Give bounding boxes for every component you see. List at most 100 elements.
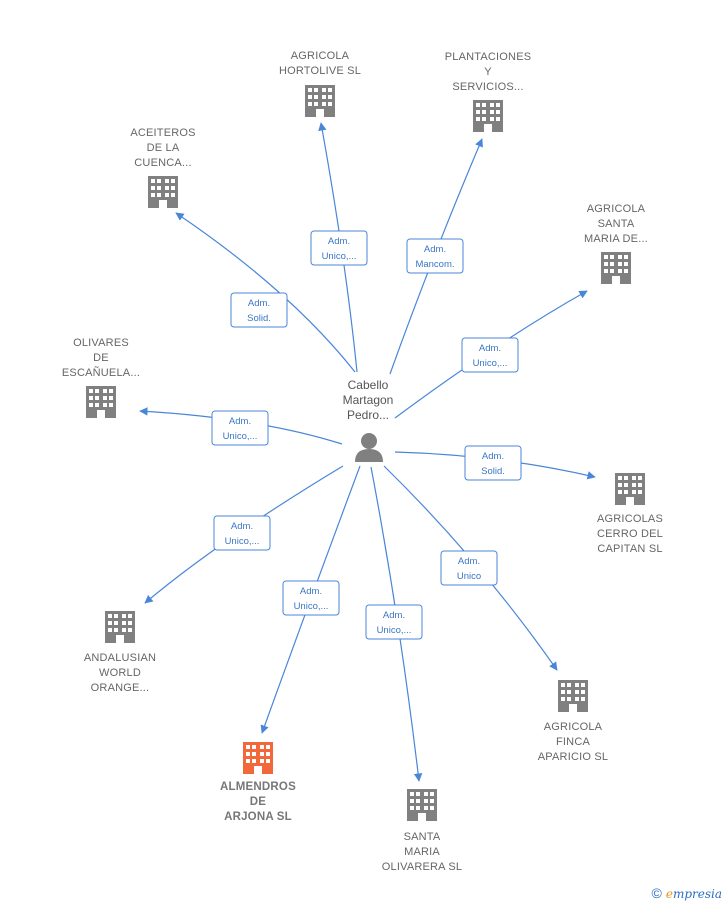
role-label-plantaciones-y-servicios[interactable]: Adm. Mancom. — [406, 238, 464, 274]
company-name-line-1: AGRICOLA — [587, 203, 646, 215]
role-text-line-2: Unico,... — [294, 601, 329, 612]
company-name-line-2: Y — [484, 66, 492, 78]
role-box — [230, 292, 288, 328]
role-box — [282, 580, 340, 616]
role-box — [464, 445, 522, 481]
company-node-olivares-de-escanuela[interactable]: OLIVARES DE ESCAÑUELA... — [62, 337, 140, 418]
role-text-line-2: Solid. — [481, 466, 505, 477]
company-name-line-1: ANDALUSIAN — [84, 652, 156, 664]
role-text-line-2: Unico,... — [225, 536, 260, 547]
brand-logo-text: mpresia — [672, 887, 722, 901]
role-text-line-2: Unico,... — [322, 251, 357, 262]
role-text-line-2: Solid. — [247, 313, 271, 324]
role-labels-layer: Adm. Unico,... Adm. Mancom. Adm. Solid. Adm. Un… — [211, 230, 522, 640]
company-name-line-2: SANTA — [598, 218, 635, 230]
company-name-line-1: AGRICOLA — [291, 50, 350, 62]
company-name-line-1: PLANTACIONES — [445, 51, 532, 63]
building-icon — [407, 789, 437, 821]
role-text-line-1: Adm. — [248, 298, 270, 309]
role-text-line-1: Adm. — [482, 451, 504, 462]
role-text-line-1: Adm. — [383, 610, 405, 621]
building-icon — [243, 742, 273, 774]
role-label-agricolas-cerro-del-capitan[interactable]: Adm. Solid. — [464, 445, 522, 481]
company-name-line-3: OLIVARERA SL — [382, 861, 462, 873]
company-name-line-3: MARIA DE... — [584, 233, 648, 245]
company-name-line-3: APARICIO SL — [538, 751, 608, 763]
role-box — [440, 550, 498, 586]
role-box — [406, 238, 464, 274]
company-name-line-3: CUENCA... — [134, 157, 191, 169]
company-name-line-1: AGRICOLA — [544, 721, 603, 733]
role-label-agricola-santa-maria[interactable]: Adm. Unico,... — [461, 337, 519, 373]
role-text-line-2: Unico,... — [473, 358, 508, 369]
building-icon — [601, 252, 631, 284]
company-node-agricola-finca-aparicio[interactable]: AGRICOLA FINCA APARICIO SL — [538, 680, 608, 763]
company-name-line-2: HORTOLIVE SL — [279, 65, 361, 77]
role-box — [213, 515, 271, 551]
role-label-olivares-de-escanuela[interactable]: Adm. Unico,... — [211, 410, 269, 446]
role-text-line-2: Mancom. — [415, 259, 454, 270]
role-box — [211, 410, 269, 446]
company-name-line-3: CAPITAN SL — [597, 543, 662, 555]
company-name-line-3: ORANGE... — [91, 682, 150, 694]
company-name-line-2: MARIA — [404, 846, 440, 858]
company-node-aceiteros-de-la-cuenca[interactable]: ACEITEROS DE LA CUENCA... — [130, 127, 195, 208]
role-label-agricola-finca-aparicio[interactable]: Adm. Unico — [440, 550, 498, 586]
person-name-line-2: Martagon — [343, 393, 394, 407]
role-box — [461, 337, 519, 373]
role-text-line-1: Adm. — [328, 236, 350, 247]
company-name-line-1: AGRICOLAS — [597, 513, 663, 525]
company-node-almendros-de-arjona[interactable]: ALMENDROS DE ARJONA SL — [220, 742, 296, 823]
role-text-line-1: Adm. — [458, 556, 480, 567]
role-box — [365, 604, 423, 640]
building-icon — [305, 85, 335, 117]
role-text-line-1: Adm. — [300, 586, 322, 597]
company-name-line-2: DE — [93, 352, 109, 364]
company-name-line-3: SERVICIOS... — [452, 81, 523, 93]
building-icon — [148, 176, 178, 208]
company-node-plantaciones-y-servicios[interactable]: PLANTACIONES Y SERVICIOS... — [445, 51, 532, 132]
role-label-agricola-hortolive[interactable]: Adm. Unico,... — [310, 230, 368, 266]
role-text-line-2: Unico — [457, 571, 481, 582]
role-text-line-1: Adm. — [424, 244, 446, 255]
company-name-line-1: ACEITEROS — [130, 127, 195, 139]
company-name-line-1: SANTA — [404, 831, 441, 843]
role-text-line-1: Adm. — [229, 416, 251, 427]
building-icon — [105, 611, 135, 643]
role-box — [310, 230, 368, 266]
company-name-line-2: DE LA — [147, 142, 180, 154]
person-node[interactable]: Cabello Martagon Pedro... — [343, 378, 394, 462]
building-icon — [558, 680, 588, 712]
company-node-andalusian-world-orange[interactable]: ANDALUSIAN WORLD ORANGE... — [84, 611, 156, 694]
edge-aceiteros-de-la-cuenca — [175, 212, 356, 373]
company-name-line-3: ARJONA SL — [224, 811, 292, 823]
company-node-agricola-hortolive[interactable]: AGRICOLA HORTOLIVE SL — [279, 50, 361, 117]
role-text-line-2: Unico,... — [377, 625, 412, 636]
company-name-line-1: ALMENDROS — [220, 781, 296, 793]
role-text-line-2: Unico,... — [223, 431, 258, 442]
copyright-icon: © — [651, 885, 662, 901]
company-name-line-2: DE — [250, 796, 267, 808]
footer-brand: ©empresia — [652, 885, 723, 901]
person-icon — [355, 433, 383, 462]
role-text-line-1: Adm. — [479, 343, 501, 354]
company-name-line-2: CERRO DEL — [597, 528, 663, 540]
brand-logo-e: e — [665, 887, 673, 901]
company-name-line-2: FINCA — [556, 736, 590, 748]
company-node-agricola-santa-maria[interactable]: AGRICOLA SANTA MARIA DE... — [584, 203, 648, 284]
company-node-agricolas-cerro-del-capitan[interactable]: AGRICOLAS CERRO DEL CAPITAN SL — [597, 473, 663, 555]
company-node-santa-maria-olivarera[interactable]: SANTA MARIA OLIVARERA SL — [382, 789, 462, 873]
building-icon — [86, 386, 116, 418]
company-name-line-2: WORLD — [99, 667, 141, 679]
person-name-line-3: Pedro... — [347, 408, 389, 422]
company-name-line-1: OLIVARES — [73, 337, 129, 349]
person-name-line-1: Cabello — [348, 378, 389, 392]
company-name-line-3: ESCAÑUELA... — [62, 366, 140, 379]
role-label-andalusian-world-orange[interactable]: Adm. Unico,... — [213, 515, 271, 551]
role-text-line-1: Adm. — [231, 521, 253, 532]
role-label-santa-maria-olivarera[interactable]: Adm. Unico,... — [365, 604, 423, 640]
role-label-aceiteros-de-la-cuenca[interactable]: Adm. Solid. — [230, 292, 288, 328]
building-icon — [615, 473, 645, 505]
role-label-almendros-de-arjona[interactable]: Adm. Unico,... — [282, 580, 340, 616]
